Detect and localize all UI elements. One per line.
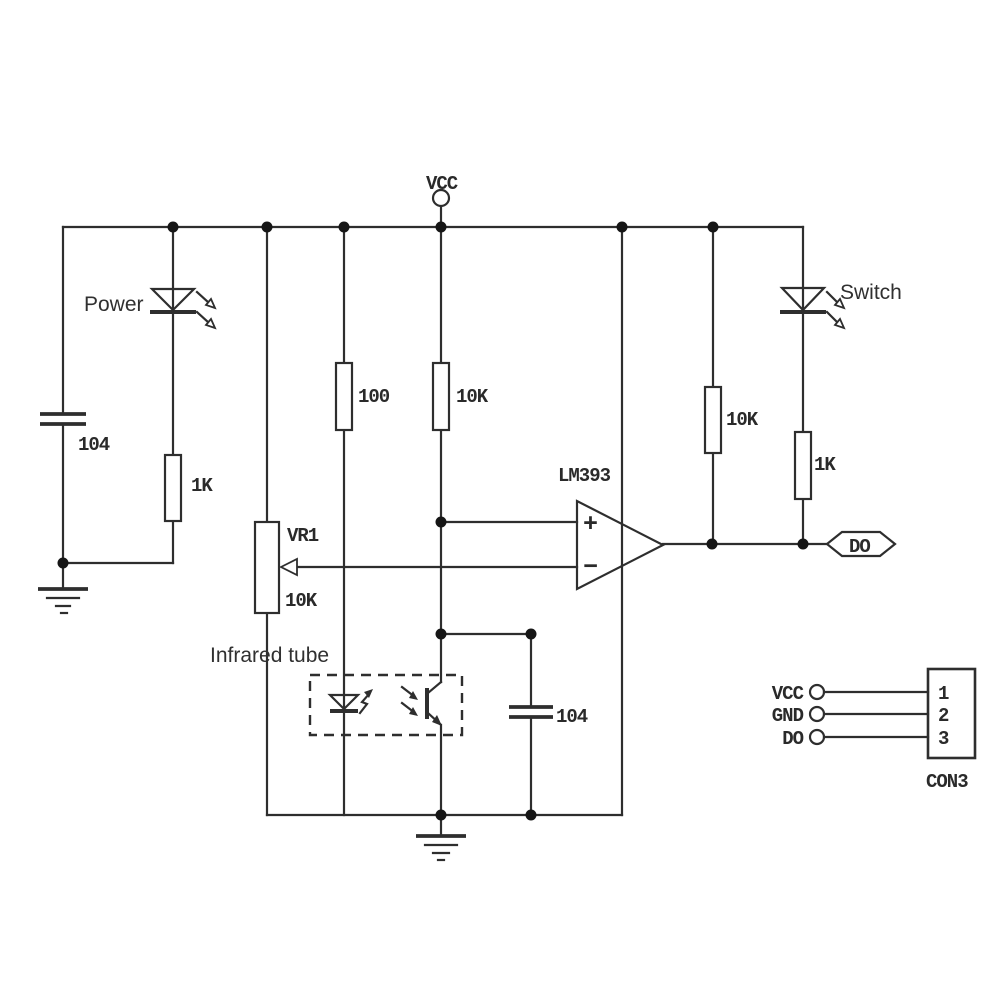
junction-dot-rail-2 <box>261 221 273 233</box>
power-led-arrowhead-2 <box>204 317 217 330</box>
ground-rail <box>265 813 624 862</box>
c1-value-label: 104 <box>78 434 110 456</box>
r1k-right-value-label: 1K <box>814 454 836 476</box>
r10k-right-value-label: 10K <box>726 409 759 431</box>
switch-led-arrow-1 <box>825 290 840 305</box>
opamp-plus-sign: + <box>583 510 598 539</box>
switch-led-icon <box>779 286 827 312</box>
ir-led-emission-bolt <box>358 692 371 715</box>
photo-light-arrow-2 <box>400 701 413 712</box>
do-output-tag <box>825 530 897 558</box>
con3-pin3-number: 3 <box>938 728 949 750</box>
junction-dot-gnd-left <box>57 557 69 569</box>
con3-body <box>926 667 977 760</box>
vcc-rail: VCC <box>61 173 805 229</box>
junction-dot-photo-node <box>435 628 447 640</box>
power-led-arrow-2 <box>195 310 211 325</box>
junction-dot-rail-4 <box>435 221 447 233</box>
vr1-potentiometer <box>253 520 281 615</box>
photo-emitter-arrowhead <box>432 715 442 726</box>
vr1-branch: VR1 10K <box>253 225 579 817</box>
vr1-value-label: 10K <box>285 590 318 612</box>
r10k-mid-photo-branch: 10K <box>400 225 579 817</box>
vr1-wiper-arrowhead <box>278 557 298 577</box>
power-annotation: Power <box>84 293 144 316</box>
power-led-arrow-1 <box>195 290 211 305</box>
ir-led-bolt-arrowhead <box>364 689 373 698</box>
con3-name-label: CON3 <box>926 771 968 793</box>
con3-pin2-number: 2 <box>938 705 949 727</box>
power-led-icon <box>149 287 197 312</box>
r100-value-label: 100 <box>358 386 390 408</box>
r10k-mid-value-label: 10K <box>456 386 489 408</box>
r1k-left-resistor <box>163 453 183 523</box>
do-output-group: DO <box>825 530 897 558</box>
do-output-label: DO <box>849 536 870 558</box>
junction-dot-rail-1 <box>167 221 179 233</box>
junction-dot-rail-3 <box>338 221 350 233</box>
left-capacitor-branch: 104 <box>38 225 175 615</box>
vr1-name-label: VR1 <box>287 525 319 547</box>
photo-collector-wire <box>426 680 443 695</box>
infrared-tube-group: Infrared tube <box>210 644 464 737</box>
infrared-tube-annotation: Infrared tube <box>210 644 329 667</box>
con3-pin2-label: GND <box>772 705 804 727</box>
opamp-triangle-icon <box>575 499 666 591</box>
switch-led-arrowhead-2 <box>833 317 846 330</box>
con3-pin3-terminal-icon <box>808 728 826 746</box>
con3-pin1-number: 1 <box>938 683 949 705</box>
junction-dot-output-1 <box>706 538 718 550</box>
right-branches: 10K Switch 1K <box>703 225 902 546</box>
opamp-minus-sign: − <box>583 553 598 582</box>
r100-ir-led-branch: 100 <box>327 225 391 817</box>
r1k-left-value-label: 1K <box>191 475 213 497</box>
vcc-terminal-icon <box>431 188 451 208</box>
power-led-arrowhead-1 <box>204 297 217 310</box>
ir-led-icon <box>327 693 361 711</box>
con3-pin1-terminal-icon <box>808 683 826 701</box>
junction-dot-cap-node <box>525 628 537 640</box>
infrared-tube-dashed-box <box>308 673 464 737</box>
junction-dot-rail-5 <box>616 221 628 233</box>
r100-resistor <box>334 361 354 432</box>
junction-dot-rail-6 <box>707 221 719 233</box>
opamp-name-label: LM393 <box>558 465 611 487</box>
connector-group: VCC GND DO 1 2 3 CON3 <box>772 667 977 793</box>
junction-dot-plus-input <box>435 516 447 528</box>
switch-annotation: Switch <box>840 281 902 304</box>
r10k-mid-resistor <box>431 361 451 432</box>
switch-led-arrow-2 <box>825 310 840 325</box>
junction-dot-bottom-1 <box>435 809 447 821</box>
r1k-right-resistor <box>793 430 813 501</box>
con3-pin2-terminal-icon <box>808 705 826 723</box>
junction-dots <box>57 221 809 821</box>
photo-light-arrowhead-1 <box>409 691 418 700</box>
con3-pin1-label: VCC <box>772 683 804 705</box>
c2-value-label: 104 <box>556 706 588 728</box>
bottom-capacitor-branch: 104 <box>509 632 589 817</box>
photo-light-arrow-1 <box>400 685 413 696</box>
junction-dot-output-2 <box>797 538 809 550</box>
vcc-net-label: VCC <box>426 173 458 195</box>
photo-light-arrowhead-2 <box>409 707 418 716</box>
switch-led-arrowhead-1 <box>833 297 846 310</box>
con3-pin3-label: DO <box>782 728 803 750</box>
r10k-right-resistor <box>703 385 723 455</box>
power-led-branch: Power 1K <box>84 225 217 565</box>
junction-dot-bottom-2 <box>525 809 537 821</box>
